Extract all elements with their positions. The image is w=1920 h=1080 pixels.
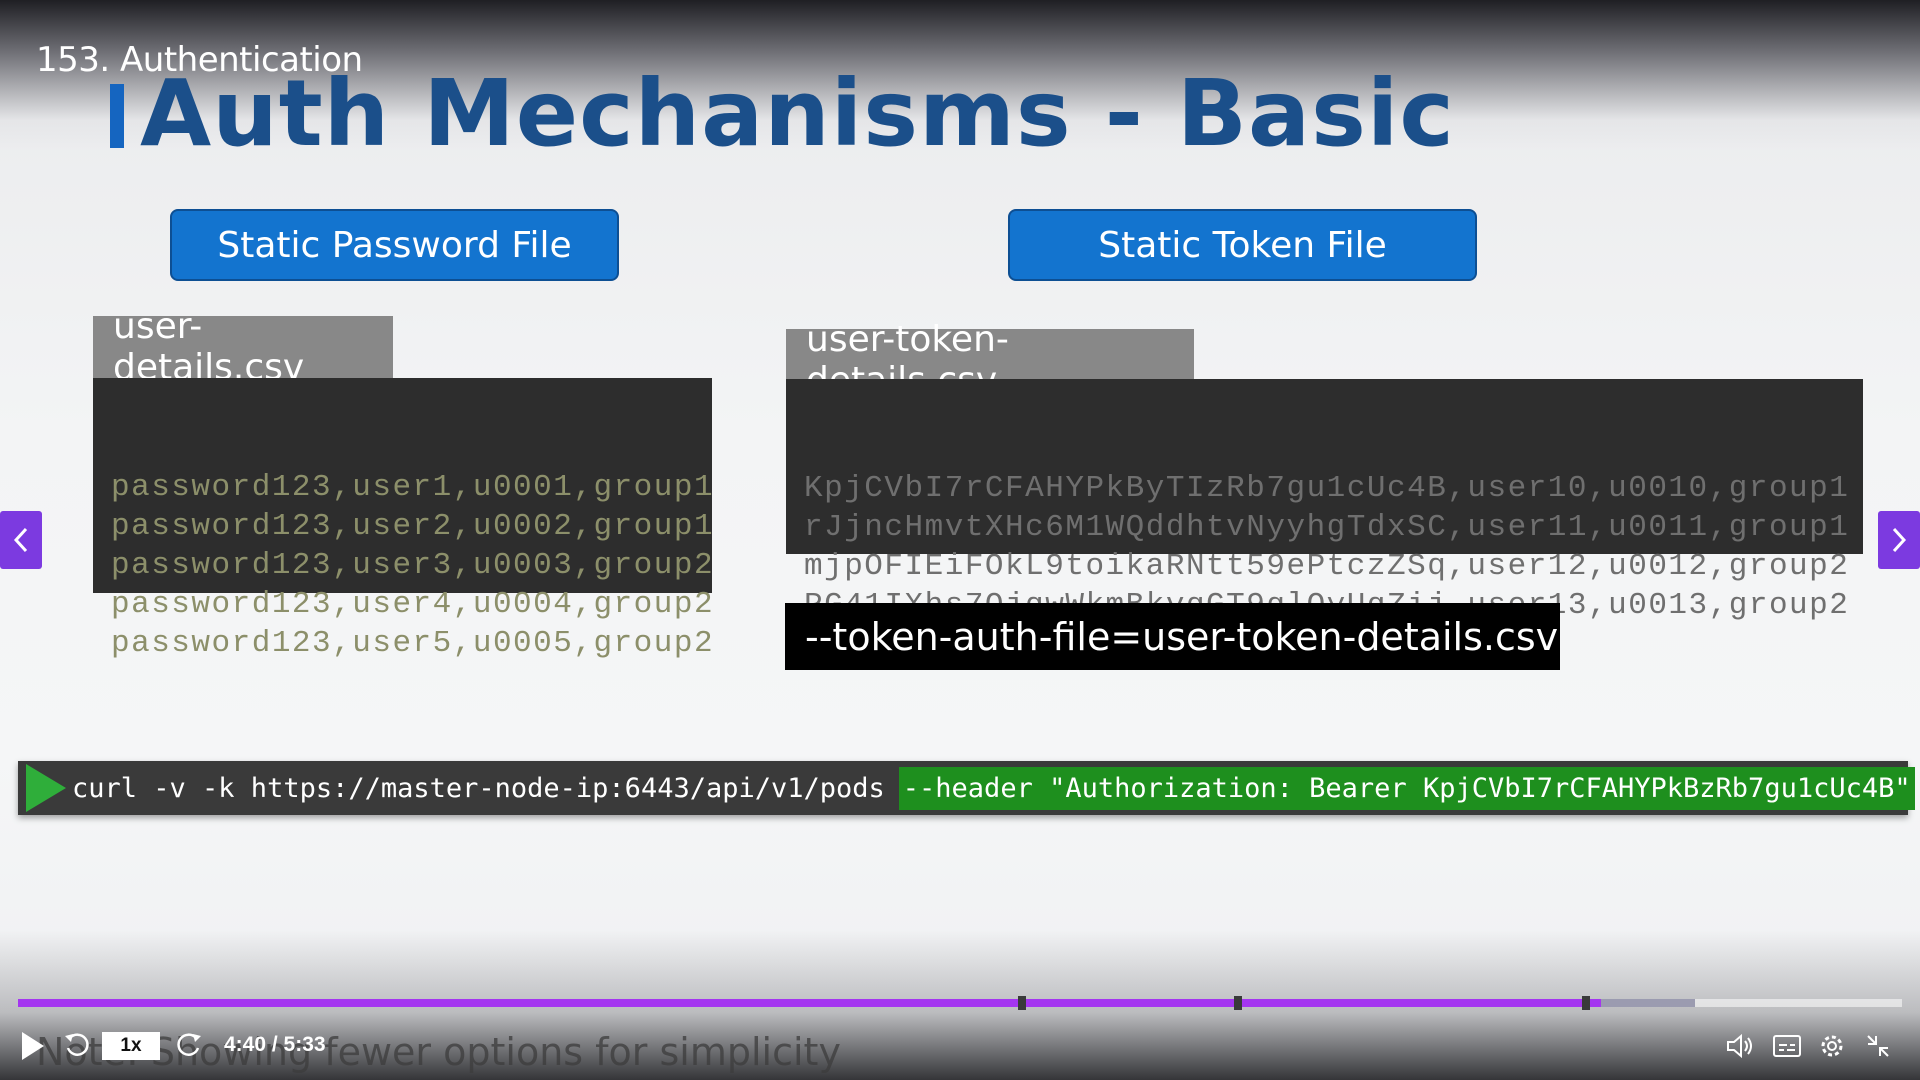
curl-terminal: curl -v -k https://master-node-ip:6443/a…: [18, 761, 1915, 815]
progress-played: [18, 999, 1601, 1007]
chapter-marker[interactable]: [1582, 996, 1590, 1010]
title-accent-bar: [110, 84, 124, 148]
password-file-line: password123,user4,u0004,group2: [111, 587, 715, 622]
previous-lecture-button[interactable]: [0, 511, 42, 569]
token-auth-file-flag: --token-auth-file=user-token-details.csv: [785, 603, 1560, 670]
progress-bar[interactable]: [18, 996, 1902, 1010]
next-lecture-button[interactable]: [1878, 511, 1920, 569]
play-icon[interactable]: [22, 1032, 44, 1060]
password-file-content: password123,user1,u0001,group1 password12…: [93, 378, 715, 661]
exit-fullscreen-icon[interactable]: [1864, 1032, 1892, 1060]
token-file-line: mjpOFIEiFOkL9toikaRNtt59ePtczZSq,user12,…: [804, 549, 1850, 584]
password-file-line: password123,user3,u0003,group2: [111, 548, 715, 583]
password-file-name: user-details.csv: [93, 306, 393, 388]
top-shade: [0, 0, 1920, 150]
token-file-line: rJjncHmvtXHc6M1WQddhtvNyyhgTdxSC,user11,…: [804, 510, 1850, 545]
settings-icon[interactable]: [1817, 1031, 1847, 1061]
volume-icon[interactable]: [1725, 1032, 1755, 1060]
chapter-marker[interactable]: [1018, 996, 1026, 1010]
lecture-title: 153. Authentication: [36, 40, 363, 80]
password-file-line: password123,user5,u0005,group2: [111, 626, 715, 661]
chapter-marker[interactable]: [1234, 996, 1242, 1010]
rewind-icon[interactable]: [62, 1030, 92, 1060]
captions-icon[interactable]: [1772, 1033, 1802, 1059]
slide-note: Note: Showing fewer options for simplici…: [36, 1030, 841, 1074]
terminal-prompt-icon: [26, 764, 66, 812]
forward-icon[interactable]: [174, 1030, 204, 1060]
playback-time: 4:40 / 5:33: [224, 1033, 326, 1056]
curl-command: curl -v -k https://master-node-ip:6443/a…: [72, 772, 885, 804]
chevron-right-icon: [1892, 527, 1907, 553]
password-file-line: password123,user1,u0001,group1: [111, 470, 715, 505]
playback-speed-button[interactable]: 1x: [102, 1032, 160, 1060]
chevron-left-icon: [13, 527, 28, 553]
password-file-line: password123,user2,u0002,group1: [111, 509, 715, 544]
player-controls: 1x 4:40 / 5:33: [0, 1020, 1920, 1070]
token-file-line: KpjCVbI7rCFAHYPkByTIzRb7gu1cUc4B,user10,…: [804, 471, 1850, 506]
static-password-file-label: Static Password File: [170, 209, 619, 281]
static-token-file-label: Static Token File: [1008, 209, 1477, 281]
curl-auth-header: --header "Authorization: Bearer KpjCVbI7…: [898, 766, 1915, 810]
slide-title: Auth Mechanisms - Basic: [140, 60, 1455, 167]
token-file-content: KpjCVbI7rCFAHYPkByTIzRb7gu1cUc4B,user10,…: [786, 379, 1863, 623]
